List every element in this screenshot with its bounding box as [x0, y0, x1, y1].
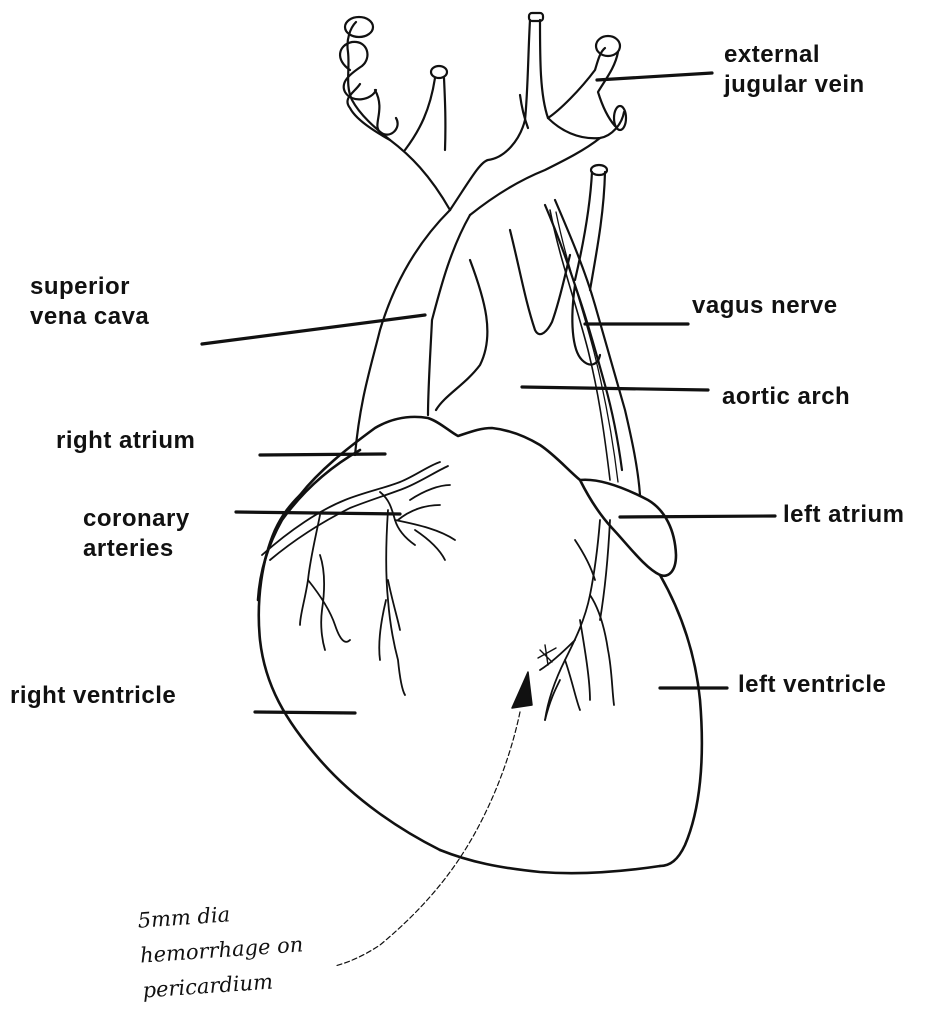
leader-lines	[202, 73, 775, 713]
label-superior-vena-cava: superior vena cava	[30, 272, 149, 332]
aortic-arch-outline	[436, 165, 640, 495]
coronary-arteries	[262, 462, 614, 720]
label-left-atrium: left atrium	[783, 500, 905, 530]
label-right-ventricle: right ventricle	[10, 681, 176, 711]
label-aortic-arch: aortic arch	[722, 382, 850, 412]
label-right-atrium: right atrium	[56, 426, 195, 456]
label-svc-line-1: superior	[30, 272, 149, 302]
label-coronary-line-1: coronary	[83, 504, 190, 534]
label-left-ventricle: left ventricle	[738, 670, 886, 700]
label-external-line-1: external	[724, 40, 865, 70]
label-coronary-arteries: coronary arteries	[83, 504, 190, 564]
handwritten-note: 5mm dia hemorrhage on pericardium	[137, 892, 307, 1008]
label-external-jugular-vein: external jugular vein	[724, 40, 865, 100]
label-external-line-2: jugular vein	[724, 70, 865, 100]
label-vagus-nerve: vagus nerve	[692, 291, 838, 321]
label-svc-line-2: vena cava	[30, 302, 149, 332]
label-coronary-line-2: arteries	[83, 534, 190, 564]
